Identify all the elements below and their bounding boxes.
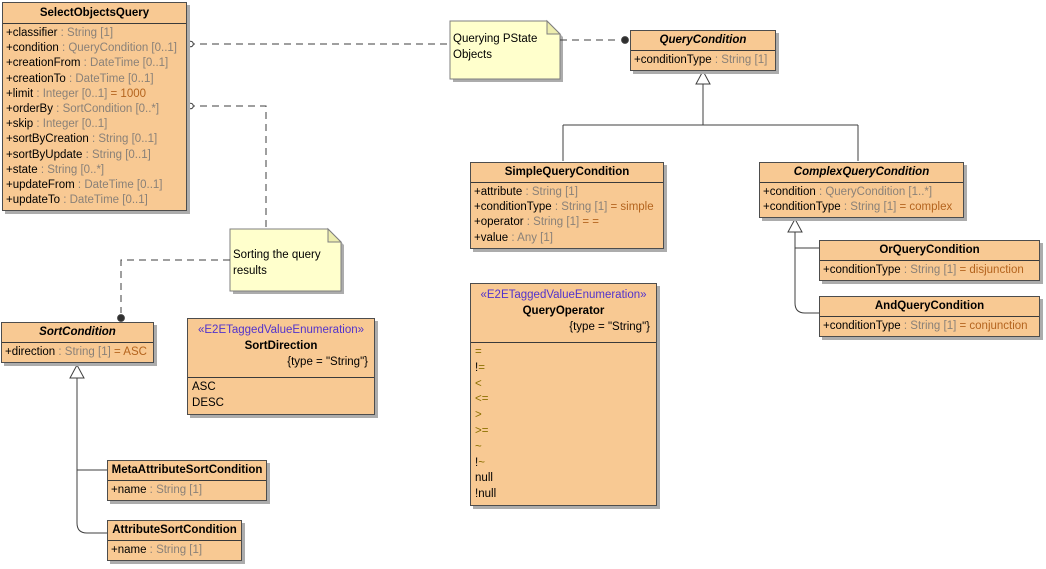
class-attributes: +condition : QueryCondition [1..*] +condi… — [760, 183, 963, 217]
class-simplequerycondition: SimpleQueryCondition +attribute : String… — [470, 162, 664, 249]
attribute-row: +creationFrom : DateTime [0..1] — [6, 57, 169, 70]
anchor-dot-icon — [621, 36, 629, 44]
attribute-row: +classifier : String [1] — [6, 27, 114, 39]
attribute-row: +name : String [1] — [111, 544, 203, 556]
enum-literal: ASC — [192, 381, 216, 393]
class-attributesortcondition: AttributeSortCondition +name : String [1… — [107, 520, 242, 562]
attribute-row: +conditionType : String [1] = disjunctio… — [823, 264, 1024, 276]
enum-stereotype: «E2ETaggedValueEnumeration» — [197, 324, 365, 336]
attribute-row: +conditionType : String [1] = conjunctio… — [823, 320, 1028, 332]
enum-literal: null — [475, 472, 493, 485]
attribute-row: +conditionType : String [1] — [634, 54, 768, 66]
class-title: ComplexQueryCondition — [760, 163, 963, 183]
attribute-row: +state : String [0..*] — [6, 163, 105, 176]
attribute-row: +creationTo : DateTime [0..1] — [6, 72, 154, 85]
generalization-arrow-icon — [69, 363, 85, 379]
enum-literal: > — [475, 409, 482, 422]
class-attributes: +conditionType : String [1] = disjunctio… — [820, 261, 1039, 280]
class-title: QueryCondition — [631, 31, 775, 51]
enum-header: «E2ETaggedValueEnumeration» SortDirectio… — [188, 319, 374, 378]
generalization-arrow-icon — [695, 69, 711, 85]
note-fold-icon — [327, 227, 343, 243]
enum-literal: >= — [475, 424, 489, 437]
anchor-orderby-to-note — [187, 102, 267, 229]
enum-name: QueryOperator — [522, 305, 605, 317]
class-sortcondition: SortCondition +direction : String [1] = … — [1, 322, 154, 364]
class-andquerycondition: AndQueryCondition +conditionType : Strin… — [819, 296, 1040, 338]
enum-literal: !null — [475, 488, 497, 501]
anchor-circle-icon — [187, 102, 194, 110]
note-querying-pstate-objects: Querying PState Objects — [453, 33, 538, 61]
attribute-row: +attribute : String [1] — [474, 186, 578, 198]
class-complexquerycondition: ComplexQueryCondition +condition : Query… — [759, 162, 964, 219]
class-title: MetaAttributeSortCondition — [108, 461, 266, 481]
attribute-row: +condition : QueryCondition [1..*] — [763, 186, 933, 198]
anchor-note-to-querycondition — [560, 36, 629, 44]
enum-literal: = — [475, 346, 482, 358]
class-title: AttributeSortCondition — [108, 521, 241, 541]
enum-literal: != — [475, 361, 485, 374]
generalization-to-sortcondition — [69, 363, 107, 534]
enum-tagged-value: {type = "String"} — [569, 321, 650, 333]
enum-tagged-value: {type = "String"} — [287, 356, 368, 368]
attribute-row: +updateFrom : DateTime [0..1] — [6, 179, 163, 192]
class-selectobjectsquery: SelectObjectsQuery +classifier : String … — [2, 2, 187, 212]
class-attributes: +conditionType : String [1] = conjunctio… — [820, 317, 1039, 336]
class-attributes: +name : String [1] — [108, 481, 266, 500]
enum-literal: ~ — [475, 440, 482, 453]
enum-literals: = != < <= > >= ~ !~ null !null — [471, 343, 656, 505]
attribute-row: +sortByUpdate : String [0..1] — [6, 148, 151, 161]
enum-literal: !~ — [475, 456, 485, 469]
class-title: SelectObjectsQuery — [3, 3, 186, 24]
class-metaattributesortcondition: MetaAttributeSortCondition +name : Strin… — [107, 460, 267, 502]
attribute-row: +updateTo : DateTime [0..1] — [6, 194, 148, 207]
attribute-row: +value : Any [1] — [474, 231, 553, 244]
enum-literal: <= — [475, 393, 489, 406]
anchor-circle-icon — [187, 40, 194, 48]
class-title: OrQueryCondition — [820, 241, 1039, 261]
enum-name: SortDirection — [244, 340, 318, 352]
attribute-row: +name : String [1] — [111, 484, 203, 496]
class-title: SimpleQueryCondition — [471, 163, 663, 183]
class-attributes: +conditionType : String [1] — [631, 51, 775, 70]
attribute-row: +operator : String [1] = = — [474, 216, 599, 229]
class-querycondition: QueryCondition +conditionType : String [… — [630, 30, 776, 72]
class-attributes: +direction : String [1] = ASC — [2, 343, 153, 362]
attribute-row: +orderBy : SortCondition [0..*] — [6, 103, 160, 116]
class-attributes: +classifier : String [1] +condition : Que… — [3, 24, 186, 210]
enum-stereotype: «E2ETaggedValueEnumeration» — [480, 289, 647, 301]
class-attributes: +name : String [1] — [108, 541, 241, 560]
anchor-condition-to-note — [187, 40, 450, 48]
generalization-to-complexquerycondition — [787, 217, 819, 314]
enum-literals: ASC DESC — [188, 378, 374, 414]
attribute-row: +conditionType : String [1] = simple — [474, 201, 654, 214]
note-sorting-query-results: Sorting the query results — [233, 249, 321, 277]
class-title: AndQueryCondition — [820, 297, 1039, 317]
generalization-to-querycondition — [562, 69, 859, 161]
attribute-row: +direction : String [1] = ASC — [5, 346, 147, 358]
enum-queryoperator: «E2ETaggedValueEnumeration» QueryOperato… — [470, 283, 657, 506]
class-title: SortCondition — [2, 323, 153, 343]
class-orquerycondition: OrQueryCondition +conditionType : String… — [819, 240, 1040, 282]
class-attributes: +attribute : String [1] +conditionType : … — [471, 183, 663, 248]
enum-literal: DESC — [192, 396, 224, 409]
attribute-row: +limit : Integer [0..1] = 1000 — [6, 87, 147, 100]
anchor-note-to-sortcondition — [117, 259, 230, 322]
generalization-arrow-icon — [787, 217, 803, 233]
attribute-row: +sortByCreation : String [0..1] — [6, 133, 158, 146]
enum-sortdirection: «E2ETaggedValueEnumeration» SortDirectio… — [187, 318, 375, 415]
attribute-row: +conditionType : String [1] = complex — [763, 201, 953, 214]
attribute-row: +skip : Integer [0..1] — [6, 118, 108, 131]
attribute-row: +condition : QueryCondition [0..1] — [6, 42, 178, 55]
enum-literal: < — [475, 377, 482, 390]
anchor-dot-icon — [117, 314, 125, 322]
enum-header: «E2ETaggedValueEnumeration» QueryOperato… — [471, 284, 656, 343]
